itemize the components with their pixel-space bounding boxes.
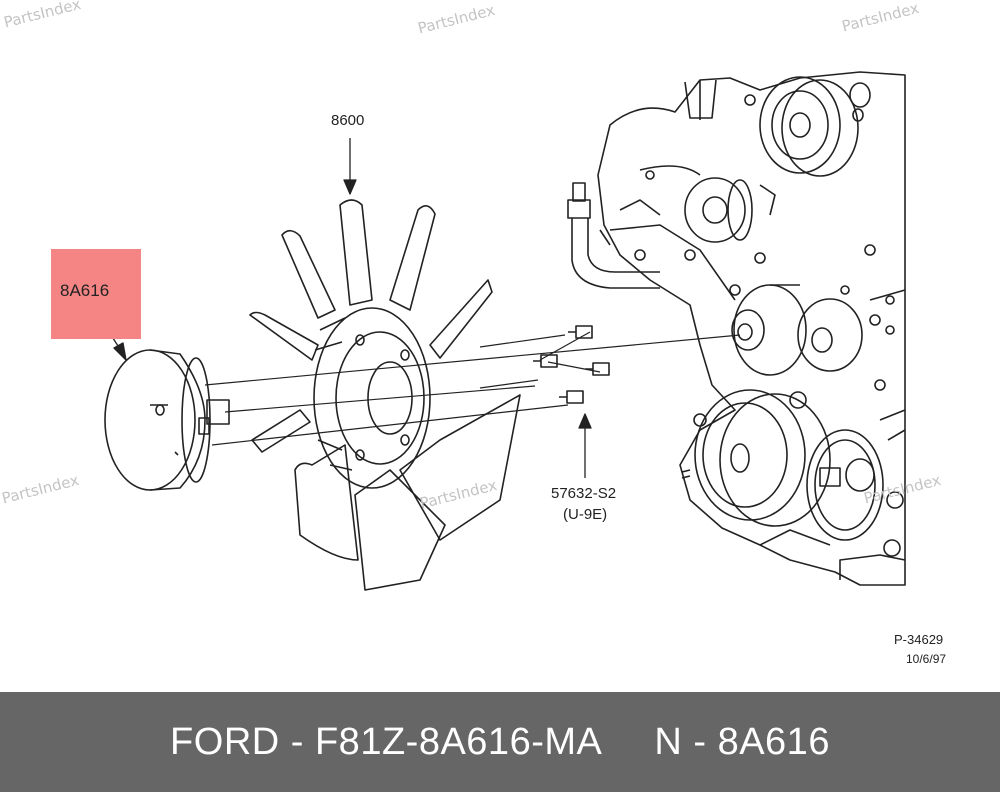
callout-fan-part-number: 8600 bbox=[331, 112, 365, 129]
alignment-lines bbox=[204, 331, 741, 446]
crankshaft-pulley bbox=[681, 389, 831, 527]
footer-ref-line: N - 8A616 bbox=[654, 720, 830, 763]
part-info-footer: FORD - F81Z-8A616-MA N - 8A616 bbox=[0, 692, 1000, 792]
footer-part-line: FORD - F81Z-8A616-MA bbox=[170, 720, 603, 763]
idler-pulley bbox=[684, 177, 776, 243]
drawing-number: P-34629 bbox=[894, 632, 944, 647]
mounting-bolts bbox=[533, 325, 610, 404]
fan-hub bbox=[313, 307, 431, 489]
drawing-date: 10/6/97 bbox=[906, 652, 947, 666]
callout-bolt-part-number: 57632-S2 bbox=[551, 485, 617, 502]
fan-blade bbox=[249, 199, 521, 591]
power-steering-pulley bbox=[806, 409, 906, 557]
callout-clutch-part-number: 8A616 bbox=[60, 281, 110, 300]
water-pump-pulley bbox=[731, 284, 863, 376]
engine-bolts bbox=[634, 94, 895, 391]
alternator-pulley bbox=[759, 76, 871, 177]
hose-fitting bbox=[567, 182, 660, 289]
exploded-parts-diagram bbox=[87, 71, 906, 591]
fan-clutch bbox=[104, 349, 230, 491]
callout-bolt-code: (U-9E) bbox=[563, 506, 608, 523]
highlighted-part-box bbox=[51, 249, 141, 339]
